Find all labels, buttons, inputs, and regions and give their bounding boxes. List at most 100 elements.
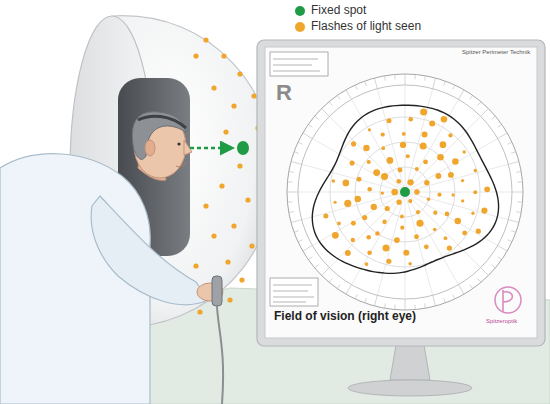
seen-point xyxy=(351,141,356,146)
chart-meridian xyxy=(377,192,405,295)
seen-point xyxy=(420,142,427,149)
seen-point xyxy=(433,228,437,232)
chart-tick xyxy=(507,240,512,242)
seen-point xyxy=(476,229,481,234)
chart-tick xyxy=(394,305,395,310)
chart-tick xyxy=(478,279,481,283)
chart-tick xyxy=(322,109,330,117)
chart-tick xyxy=(346,90,352,100)
seen-point xyxy=(416,210,420,214)
seen-point xyxy=(473,190,477,194)
chart-tick xyxy=(512,192,523,193)
chart-meridian xyxy=(405,85,406,192)
chart-tick xyxy=(511,231,516,233)
seen-point xyxy=(408,199,412,203)
seen-point xyxy=(462,231,467,236)
chart-tick xyxy=(303,133,313,139)
light-dot xyxy=(251,93,256,98)
chart-tick xyxy=(374,78,377,89)
seen-point xyxy=(433,211,437,215)
seen-point xyxy=(333,201,336,204)
seen-point xyxy=(332,232,339,239)
logo-text: Spitzeroptik xyxy=(486,318,517,325)
seen-point xyxy=(375,231,379,235)
seen-point xyxy=(381,191,384,194)
seen-point xyxy=(415,167,419,171)
chart-tick xyxy=(481,268,489,276)
chart-meridian xyxy=(329,116,405,192)
chart-meridian xyxy=(329,192,405,268)
seen-point xyxy=(481,207,487,213)
chart-tick xyxy=(384,76,386,81)
chart-meridian xyxy=(405,89,433,192)
seen-point xyxy=(365,262,369,266)
chart-meridian xyxy=(312,139,405,193)
chart-tick xyxy=(337,285,340,289)
chart-tick xyxy=(498,124,502,127)
light-dot xyxy=(197,309,202,314)
chart-tick xyxy=(459,90,465,100)
seen-point xyxy=(462,150,466,154)
seen-point xyxy=(424,244,429,249)
chart-tick xyxy=(294,231,299,233)
seen-point xyxy=(382,244,389,251)
seen-point xyxy=(343,180,350,187)
field-boundary xyxy=(312,105,498,273)
chart-tick xyxy=(384,303,386,308)
light-dot xyxy=(239,277,244,282)
chart-tick xyxy=(365,81,367,86)
legend-text: Fixed spot xyxy=(311,4,366,18)
seen-point xyxy=(371,204,377,210)
chart-tick xyxy=(291,220,302,223)
chart-tick xyxy=(518,201,523,202)
chart-meridian xyxy=(352,192,406,285)
light-dot xyxy=(211,85,216,90)
visual-field-chart xyxy=(287,74,523,310)
chart-tick xyxy=(470,95,473,99)
chart-tick xyxy=(414,74,415,79)
light-dot xyxy=(237,163,242,168)
chart-tick xyxy=(289,171,294,173)
light-dot xyxy=(203,37,208,42)
chart-meridian xyxy=(405,192,406,299)
light-dot xyxy=(237,71,242,76)
seen-point xyxy=(351,221,356,226)
chart-tick xyxy=(516,211,521,213)
chart-tick xyxy=(287,192,298,193)
seen-point xyxy=(403,250,409,256)
seen-point xyxy=(391,189,398,196)
chart-tick xyxy=(518,181,523,182)
brand-text: Spitzer Perimeter Technik xyxy=(462,49,530,56)
chart-tick xyxy=(498,257,502,260)
seen-point xyxy=(429,120,435,126)
legend-entry: Flashes of light seen xyxy=(295,20,535,35)
seen-point xyxy=(387,157,394,164)
light-dot xyxy=(211,233,216,238)
light-dot xyxy=(193,263,198,268)
fixed-spot xyxy=(237,141,249,155)
seen-point xyxy=(373,169,380,176)
seen-point xyxy=(345,250,351,256)
chart-tick xyxy=(453,294,455,299)
chart-tick xyxy=(337,95,340,99)
gaze-arrow xyxy=(190,147,232,150)
chart-tick xyxy=(291,161,302,164)
seen-point xyxy=(351,238,355,242)
chart-tick xyxy=(459,285,465,295)
light-dot xyxy=(225,259,230,264)
seen-point xyxy=(447,245,452,250)
logo-mark xyxy=(495,287,521,313)
seen-point xyxy=(398,168,403,173)
chart-tick xyxy=(287,201,292,202)
chart-tick xyxy=(329,279,332,283)
seen-point xyxy=(344,200,351,207)
chart-tick xyxy=(365,298,367,303)
chart-tick xyxy=(322,268,330,276)
light-dot xyxy=(203,203,208,208)
seen-point xyxy=(381,146,385,150)
seen-point xyxy=(350,160,355,165)
seen-point xyxy=(414,234,419,239)
light-dot xyxy=(223,129,228,134)
chart-tick xyxy=(289,211,294,213)
chart-tick xyxy=(315,116,319,119)
